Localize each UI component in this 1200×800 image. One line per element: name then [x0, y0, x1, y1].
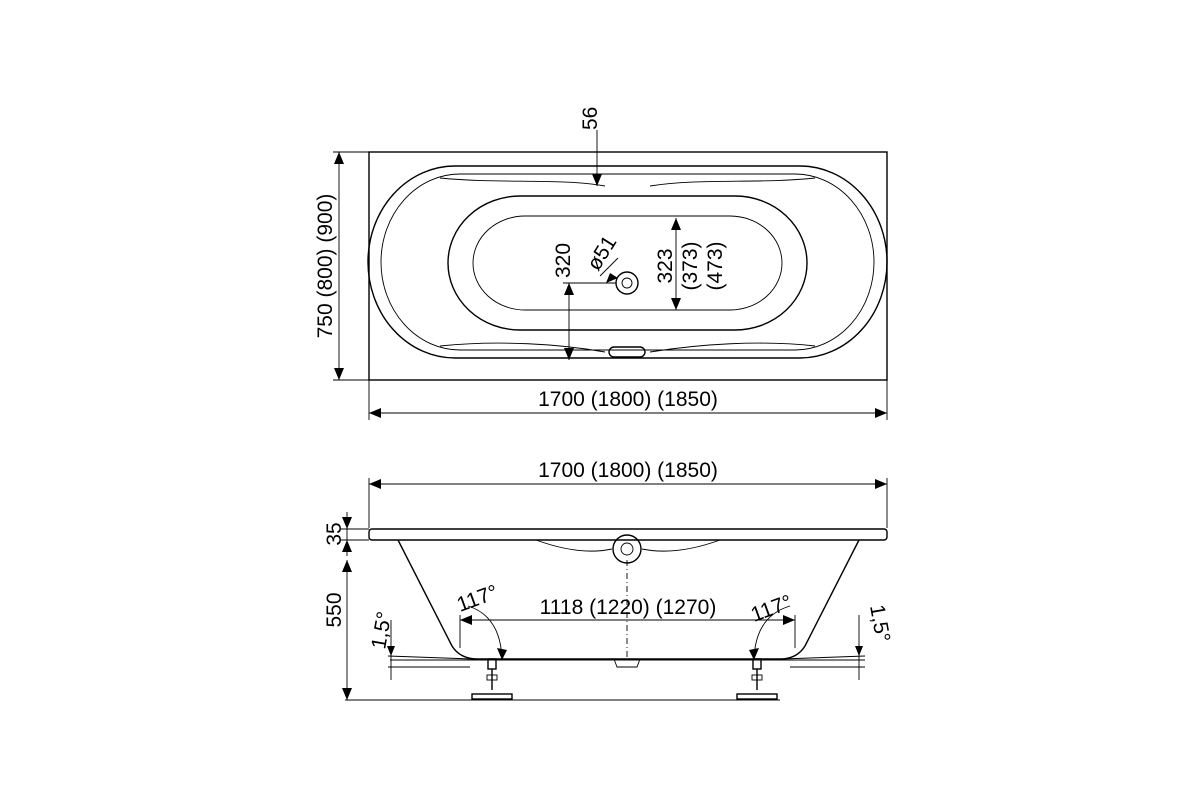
dim-inner-arrow-bottom [671, 298, 681, 310]
dim-56-label: 56 [579, 107, 602, 130]
dim-inner-label-a: 323 [654, 248, 677, 283]
foot-right [736, 658, 778, 700]
dim-bottom-arrow-right [783, 615, 795, 625]
dim-35-arrow-top [342, 517, 352, 529]
side-tub-body [397, 539, 860, 660]
side-overflow-bulge [535, 539, 721, 552]
side-view: 1700 (1800) (1850) 35 [323, 459, 894, 701]
overflow-rim-right [649, 177, 816, 187]
dim-56-arrow [592, 174, 602, 186]
side-overflow-inner [620, 542, 634, 556]
dim-550-label: 550 [323, 592, 346, 627]
slope-arrow-left [387, 646, 395, 656]
drain-outer [615, 271, 639, 295]
rim-oval-outer [367, 165, 888, 359]
dim-inner-label-b: (373) [679, 241, 702, 290]
angle-label-left: 117° [454, 581, 501, 617]
dim-35-label: 35 [323, 522, 346, 545]
angle-arrow-right [749, 648, 759, 660]
rim-oval-inner [380, 173, 875, 351]
dim-bottom-label: 1118 (1220) (1270) [540, 596, 717, 619]
slope-line-right [754, 655, 866, 661]
angle-arrow-left [497, 648, 507, 660]
side-drain [613, 658, 641, 668]
side-dim-length-arrow-right [875, 479, 887, 489]
foot-left [471, 658, 513, 700]
dim-inner-label-c: (473) [704, 241, 727, 290]
side-rim [368, 528, 888, 541]
dim-diameter-label: ø51 [583, 232, 622, 275]
dim-35-arrow-bottom [342, 540, 352, 552]
basin-outline [447, 195, 808, 331]
drain-inner [621, 277, 633, 289]
dim-320-arrow-bottom [564, 348, 574, 360]
slope-arrow-right [855, 646, 863, 656]
dim-length-arrow-left [369, 408, 381, 418]
dim-bottom-arrow-left [460, 615, 472, 625]
dim-width-arrow-top [334, 152, 344, 164]
slope-label-left: 1,5° [367, 610, 396, 651]
overflow-rim-left [439, 177, 606, 187]
dim-length-label: 1700 (1800) (1850) [538, 388, 718, 411]
slope-line-left [387, 655, 501, 661]
dim-length-arrow-right [875, 408, 887, 418]
armrest-rim-left [439, 342, 606, 353]
dim-diameter-arrow [606, 273, 618, 283]
angle-arc-left [467, 605, 503, 659]
dim-width-label: 750 (800) (900) [314, 194, 337, 339]
side-overflow-outer [612, 534, 642, 564]
basin-floor [472, 215, 783, 311]
dim-diameter-leader [599, 257, 619, 277]
dim-width-arrow-bottom [334, 368, 344, 380]
dim-320-arrow-top [564, 283, 574, 295]
dim-320-label: 320 [552, 243, 575, 278]
slope-label-right: 1,5° [865, 603, 894, 644]
dim-inner-arrow-top [671, 218, 681, 230]
armrest-rim-right [649, 342, 816, 353]
dim-550-arrow-top [342, 560, 352, 572]
side-dim-length-arrow-left [369, 479, 381, 489]
handle-slot [608, 346, 646, 358]
dim-550-arrow-bottom [342, 688, 352, 700]
top-view: 56 750 (800) (900) 1700 (1800) (1850) 32… [314, 107, 888, 420]
side-dim-length-label: 1700 (1800) (1850) [538, 459, 718, 482]
